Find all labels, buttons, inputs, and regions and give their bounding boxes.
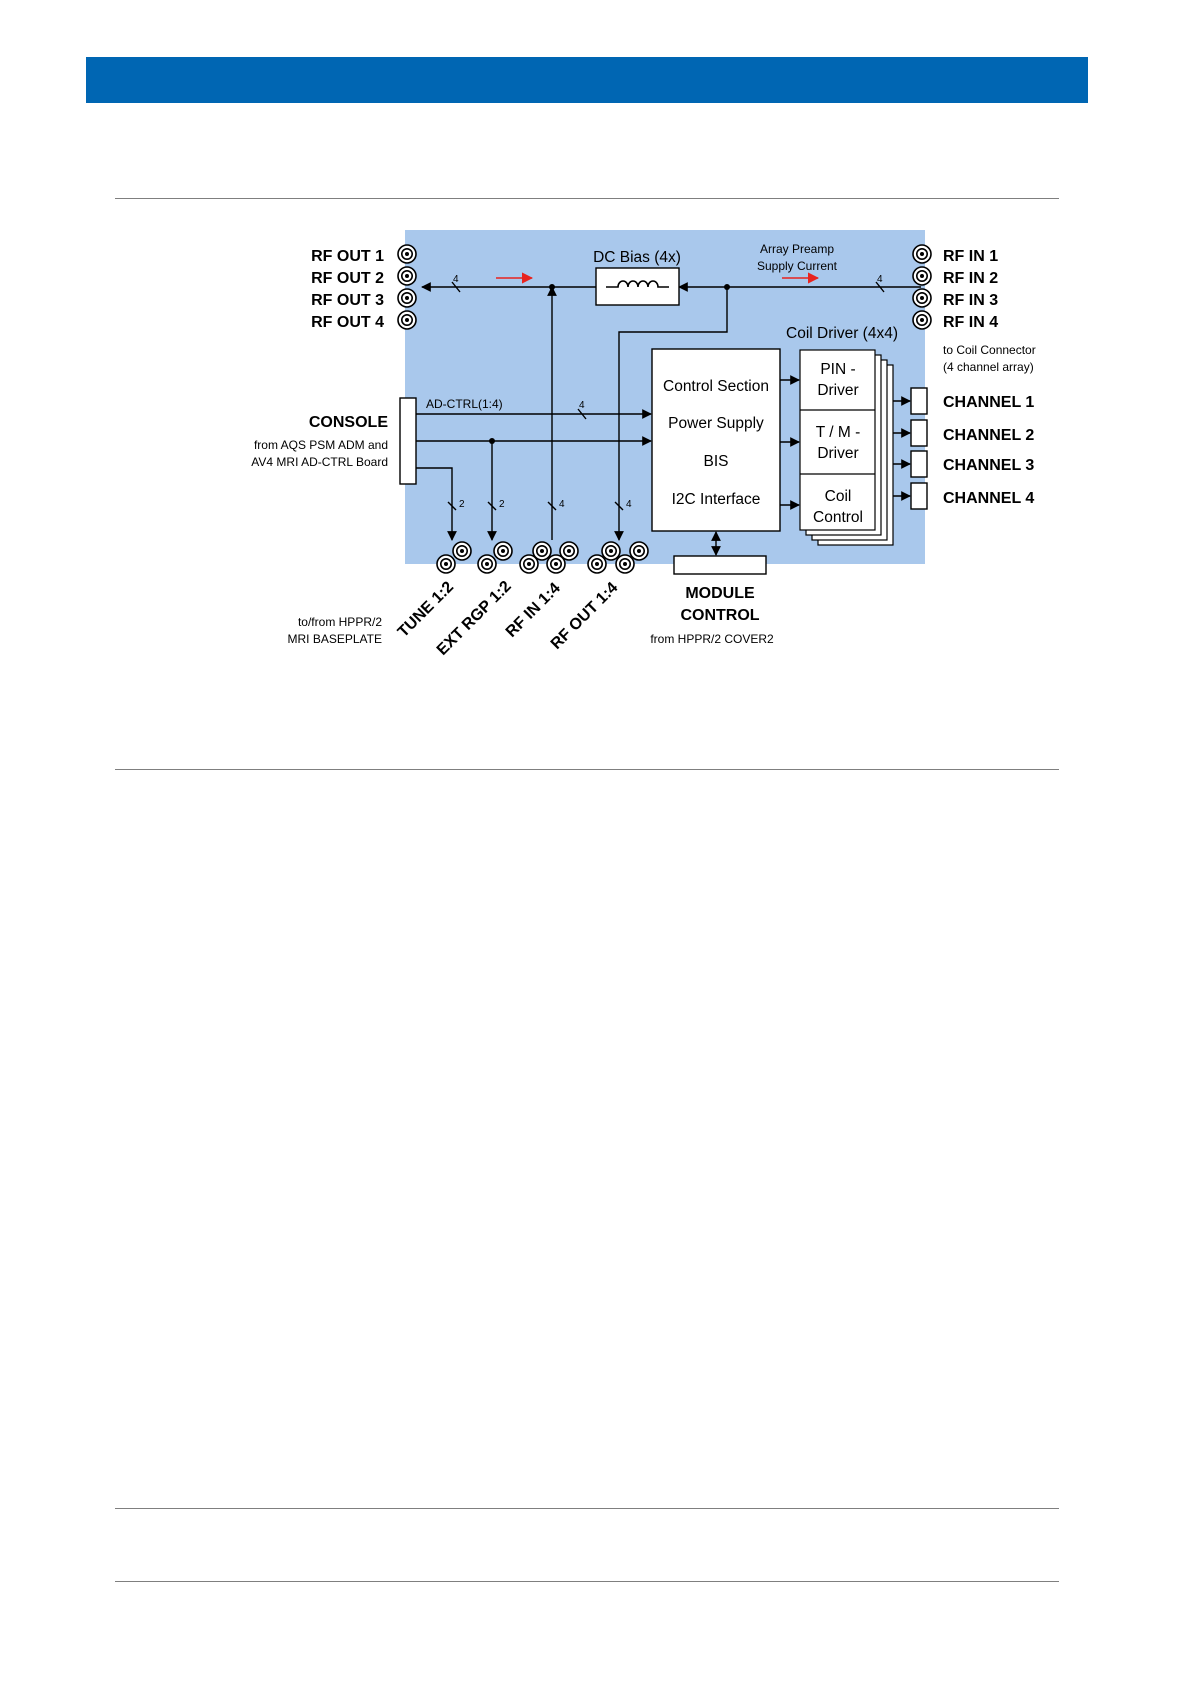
console-subtitle-2: AV4 MRI AD-CTRL Board — [251, 455, 388, 469]
coil-control-label-2: Control — [813, 509, 863, 526]
rf-in-b2-connector-icon — [532, 541, 552, 561]
rf-in-3-label: RF IN 3 — [943, 292, 998, 309]
channel-outputs: CHANNEL 1 CHANNEL 2 CHANNEL 3 CHANNEL 4 — [893, 387, 1034, 510]
channel-3-label: CHANNEL 3 — [943, 457, 1034, 474]
rf-in-4-label: RF IN 4 — [943, 314, 998, 331]
channel-3-connector — [910, 450, 928, 478]
coil-control-label-1: Coil — [825, 488, 852, 505]
array-preamp-label-1: Array Preamp — [760, 242, 834, 256]
footer-rule-lower — [115, 1581, 1059, 1582]
ext-rgp-bus-width: 2 — [499, 499, 505, 510]
tune-bus-width: 2 — [459, 499, 465, 510]
top-rule — [115, 198, 1059, 199]
rf-in-bottom-bus-width: 4 — [559, 499, 565, 510]
rf-out-b3-connector-icon — [615, 554, 635, 574]
rf-out-4-connector-icon — [397, 310, 417, 330]
header-bar — [86, 57, 1088, 103]
rf-out-2-label: RF OUT 2 — [311, 270, 384, 287]
rf-out-4-label: RF OUT 4 — [311, 314, 384, 331]
footer-rule-upper — [115, 1508, 1059, 1509]
figure-bottom-rule — [115, 769, 1059, 770]
channel-4-connector — [910, 482, 928, 510]
coil-connector-note-2: (4 channel array) — [943, 360, 1034, 374]
power-supply-label: Power Supply — [668, 415, 764, 432]
rf-out-bottom-bus-width: 4 — [626, 499, 632, 510]
rf-out-2-connector-icon — [397, 266, 417, 286]
rf-in-2-connector-icon — [912, 266, 932, 286]
rf-out-3-connector-icon — [397, 288, 417, 308]
coil-driver-title: Coil Driver (4x4) — [786, 325, 898, 342]
tm-driver-label-1: T / M - — [816, 424, 861, 441]
channel-4-label: CHANNEL 4 — [943, 490, 1034, 507]
rf-out-b4-connector-icon — [629, 541, 649, 561]
tune-1-connector-icon — [436, 554, 456, 574]
rf-out-1-connector-icon — [397, 244, 417, 264]
rf-out-junction — [549, 284, 555, 290]
rf-out-group: RF OUT 1 RF OUT 2 RF OUT 3 RF OUT 4 — [311, 244, 417, 331]
rf-out-bus-width: 4 — [453, 274, 459, 285]
bis-label: BIS — [704, 453, 729, 470]
module-control-title-1: MODULE — [685, 585, 755, 602]
channel-2-connector — [910, 419, 928, 447]
rf-in-junction — [724, 284, 730, 290]
tm-driver-label-2: Driver — [817, 445, 858, 462]
rf-out-3-label: RF OUT 3 — [311, 292, 384, 309]
baseplate-note-1: to/from HPPR/2 — [298, 615, 382, 629]
rf-in-3-connector-icon — [912, 288, 932, 308]
rf-in-4-connector-icon — [912, 310, 932, 330]
rf-out-b1-connector-icon — [587, 554, 607, 574]
control-section-label: Control Section — [663, 378, 769, 395]
control-block — [651, 348, 781, 532]
rf-in-1-label: RF IN 1 — [943, 248, 998, 265]
console-junction — [489, 438, 495, 444]
rf-out-b2-connector-icon — [601, 541, 621, 561]
rf-out-1-label: RF OUT 1 — [311, 248, 384, 265]
console-connector — [399, 397, 417, 485]
ad-ctrl-bus-width: 4 — [579, 400, 585, 411]
channel-2-label: CHANNEL 2 — [943, 427, 1034, 444]
array-preamp-label-2: Supply Current — [757, 259, 838, 273]
channel-1-label: CHANNEL 1 — [943, 394, 1034, 411]
channel-1-connector — [910, 387, 928, 415]
module-control-title-2: CONTROL — [680, 607, 759, 624]
i2c-interface-label: I2C Interface — [672, 491, 761, 508]
ext-rgp-2-connector-icon — [493, 541, 513, 561]
control-to-driver-arrows — [780, 375, 800, 510]
inductor-icon — [606, 280, 669, 288]
console-title: CONSOLE — [309, 414, 388, 431]
dc-bias-label: DC Bias (4x) — [593, 249, 681, 266]
module-control-subtitle: from HPPR/2 COVER2 — [650, 632, 774, 646]
console-subtitle-1: from AQS PSM ADM and — [254, 438, 388, 452]
ad-ctrl-label: AD-CTRL(1:4) — [426, 397, 503, 411]
coil-driver-stack — [799, 349, 894, 546]
rf-in-1-connector-icon — [912, 244, 932, 264]
rf-in-b4-connector-icon — [559, 541, 579, 561]
module-control-connector — [673, 555, 767, 575]
rf-in-group: RF IN 1 RF IN 2 RF IN 3 RF IN 4 — [912, 244, 998, 331]
rf-in-2-label: RF IN 2 — [943, 270, 998, 287]
pin-driver-label-2: Driver — [817, 382, 858, 399]
bottom-connectors — [436, 541, 649, 574]
rf-bus-lines — [421, 281, 921, 541]
console-bus-lines — [416, 408, 721, 556]
baseplate-note-2: MRI BASEPLATE — [288, 632, 382, 646]
rf-in-bus-width: 4 — [877, 274, 883, 285]
coil-connector-note-1: to Coil Connector — [943, 343, 1036, 357]
ext-rgp-1-connector-icon — [477, 554, 497, 574]
tune-2-connector-icon — [452, 541, 472, 561]
pin-driver-label-1: PIN - — [820, 361, 855, 378]
